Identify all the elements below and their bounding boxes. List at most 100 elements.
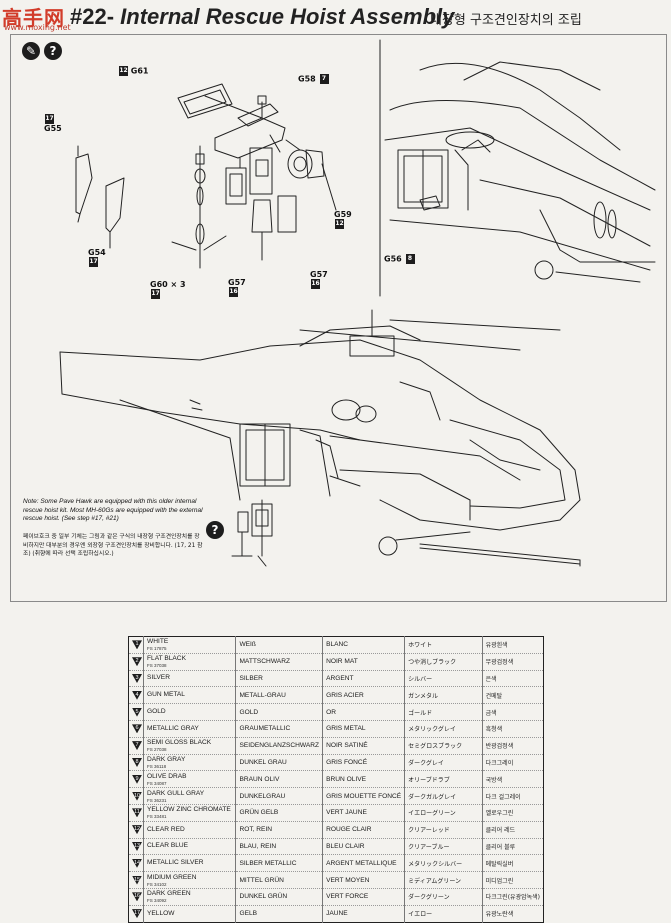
paint-name-german: GRÜN GELB — [235, 803, 323, 822]
assembly-drawing-frame — [10, 34, 667, 602]
paint-name-german: DUNKELGRAU — [235, 787, 323, 805]
paint-name-korean: 유광흰색 — [481, 636, 544, 654]
paint-number-badge: 16 — [132, 892, 142, 902]
paint-name-french: ARGENT — [322, 669, 405, 687]
paint-name-korean: 다크그레이 — [481, 753, 544, 771]
paint-name-german: DUNKEL GRÜN — [235, 887, 323, 906]
paint-fs-code: FS 27038 — [147, 747, 167, 753]
paint-fs-code: FS 36231 — [147, 797, 167, 803]
part-label-g56: G56 8 — [384, 254, 415, 264]
paint-name-german: SEIDENGLANZSCHWARZ — [235, 736, 323, 755]
part-label-g58: G58 7 — [298, 74, 329, 84]
paint-name-korean: 메탈릭실버 — [481, 854, 544, 872]
paint-name-english: GOLD — [147, 708, 166, 716]
paint-name-french: GRIS FONCÉ — [322, 753, 405, 771]
page-title-korean: 내장형 구조견인장치의 조립 — [430, 13, 582, 28]
paint-name-german: SILBER METALLIC — [235, 854, 323, 872]
paint-name-korean: 무광검정색 — [481, 652, 544, 671]
paint-name-japanese: イエロー — [404, 904, 483, 923]
paint-number-badge: 12 — [132, 825, 142, 835]
paint-number-badge: 9 — [132, 774, 142, 784]
paint-fs-code: FS 33481 — [147, 814, 167, 820]
paint-name-english: OLIVE DRAB — [147, 772, 187, 780]
logo-url: www.moxing.net — [4, 23, 71, 32]
paint-fs-code: FS 34102 — [147, 881, 167, 887]
paint-name-korean: 흑청색 — [481, 719, 544, 738]
paint-name-french: GRIS METAL — [322, 719, 405, 738]
paint-name-korean: 금색 — [481, 703, 544, 721]
paint-name-japanese: クリアーレッド — [404, 820, 483, 839]
paint-name-french: GRIS ACIER — [322, 686, 405, 704]
logo-text: 高手网 — [2, 6, 65, 30]
paint-name-english: METALLIC SILVER — [147, 859, 204, 867]
header: 高手网 www.moxing.net #22- Internal Rescue … — [0, 0, 671, 36]
paint-name-french: VERT JAUNE — [322, 803, 405, 822]
paint-fs-code: FS 34087 — [147, 780, 167, 786]
paint-name-english: MIDIUM GREEN — [147, 873, 197, 881]
paint-name-french: NOIR MAT — [322, 652, 405, 671]
paint-name-korean: 클리어 블루 — [481, 837, 544, 855]
paint-name-french: ROUGE CLAIR — [322, 820, 405, 839]
paint-name-korean: 클리어 레드 — [481, 820, 544, 839]
paint-name-japanese: ダークガルグレイ — [404, 787, 483, 805]
paint-name-english: WHITE — [147, 638, 169, 646]
paint-name-korean: 유광노란색 — [481, 904, 544, 923]
paint-name-french: ARGENT METALLIQUE — [322, 854, 405, 872]
paint-name-korean: 미디엄그린 — [481, 871, 544, 889]
paint-name-korean: 반광검정색 — [481, 736, 544, 755]
paint-number-badge: 13 — [132, 841, 142, 851]
paint-name-english: CLEAR BLUE — [147, 842, 189, 850]
paint-name-japanese: ダークグリーン — [404, 887, 483, 906]
seat-panel-parts — [75, 145, 125, 249]
paint-name-english: METALLIC GRAY — [147, 724, 199, 732]
paint-name-french: BLANC — [322, 636, 405, 654]
paint-name-japanese: メタリックシルバー — [404, 854, 483, 872]
paint-name-korean: 옐로우그린 — [481, 803, 544, 822]
paint-number-badge: 6 — [132, 724, 142, 734]
paint-name-korean: 국방색 — [481, 770, 544, 788]
paint-name-korean: 다크 걸그레이 — [481, 787, 544, 805]
paint-name-korean: 건메탈 — [481, 686, 544, 704]
paint-name-french: NOIR SATINÉ — [322, 736, 405, 755]
paint-name-french: OR — [322, 703, 405, 721]
hoist-bracket-part — [177, 83, 263, 119]
page-title: #22- Internal Rescue Hoist Assembly — [70, 4, 454, 30]
paint-name-german: WEIß — [235, 636, 323, 654]
paint-name-japanese: ダークグレイ — [404, 753, 483, 771]
hoist-drum-part — [285, 139, 337, 211]
paint-name-japanese: オリーブドラブ — [404, 770, 483, 788]
paint-number-badge: 15 — [132, 875, 142, 885]
note-english: Note: Some Pave Hawk are equipped with t… — [23, 498, 203, 523]
paint-name-japanese: セミグロスブラック — [404, 736, 483, 755]
paint-name-japanese: シルバー — [404, 669, 483, 687]
paint-name-korean: 은색 — [481, 669, 544, 687]
paint-name-french: JAUNE — [322, 904, 405, 923]
paint-name-english: FLAT BLACK — [147, 655, 186, 663]
paint-name-english: DARK GULL GRAY — [147, 789, 205, 797]
paint-fs-code: FS 17875 — [147, 646, 167, 652]
paint-name-english: SEMI GLOSS BLACK — [147, 739, 212, 747]
paint-name-german: MITTEL GRÜN — [235, 871, 323, 889]
site-logo[interactable]: 高手网 www.moxing.net — [2, 2, 72, 34]
paint-number-badge: 11 — [132, 808, 142, 818]
note-korean: 페이브호크 중 일부 기체는 그림과 같은 구식의 내장형 구조견인장치를 장비… — [23, 534, 203, 558]
paint-name-japanese: メタリックグレイ — [404, 719, 483, 738]
step-title: Internal Rescue Hoist Assembly — [120, 4, 455, 29]
paint-name-japanese: つや消しブラック — [404, 652, 483, 671]
paint-name-english: DARK GREEN — [147, 890, 191, 898]
helicopter-main-drawing — [59, 309, 581, 567]
paint-name-french: VERT FORCE — [322, 887, 405, 906]
